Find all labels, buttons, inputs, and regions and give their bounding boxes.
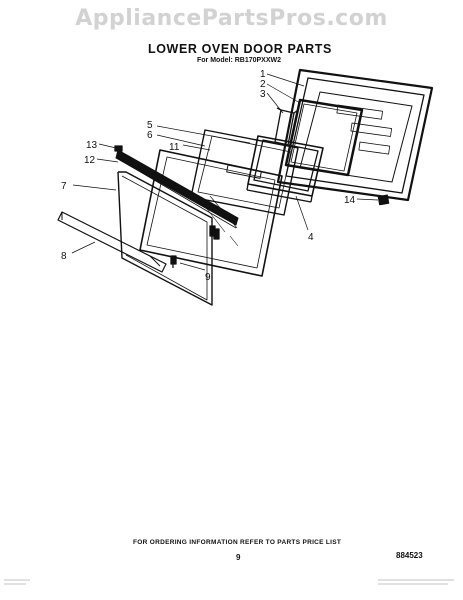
callout-9: 9 bbox=[205, 272, 211, 283]
callout-3: 3 bbox=[260, 89, 266, 100]
callout-12: 12 bbox=[84, 155, 96, 166]
diagram-title: LOWER OVEN DOOR PARTS bbox=[148, 42, 332, 56]
model-number: For Model: RB170PXXW2 bbox=[197, 57, 282, 64]
outer-trim-frame bbox=[117, 171, 213, 306]
clip-part bbox=[114, 145, 123, 152]
callout-11: 11 bbox=[169, 142, 180, 153]
callout-8: 8 bbox=[61, 251, 67, 262]
callout-14: 14 bbox=[344, 195, 356, 206]
door-trim-strip bbox=[115, 149, 239, 229]
screw-part bbox=[170, 255, 177, 268]
site-watermark: AppliancePartsPros.com bbox=[75, 6, 388, 31]
fine-print-left bbox=[4, 579, 30, 585]
ordering-note: FOR ORDERING INFORMATION REFER TO PARTS … bbox=[133, 539, 342, 546]
callout-2: 2 bbox=[260, 79, 266, 90]
callout-5: 5 bbox=[147, 120, 153, 131]
bottom-trim-bar bbox=[57, 211, 167, 273]
page-number: 9 bbox=[236, 553, 241, 562]
callout-13: 13 bbox=[86, 140, 98, 151]
callout-1: 1 bbox=[260, 69, 266, 80]
block-part bbox=[377, 194, 390, 206]
fine-print-right bbox=[378, 579, 454, 585]
part-code: 884523 bbox=[396, 551, 423, 560]
callout-4: 4 bbox=[308, 232, 314, 243]
callout-6: 6 bbox=[147, 130, 153, 141]
outer-door-panel bbox=[276, 68, 434, 202]
insulation-tray bbox=[246, 135, 324, 203]
callout-7: 7 bbox=[61, 181, 67, 192]
